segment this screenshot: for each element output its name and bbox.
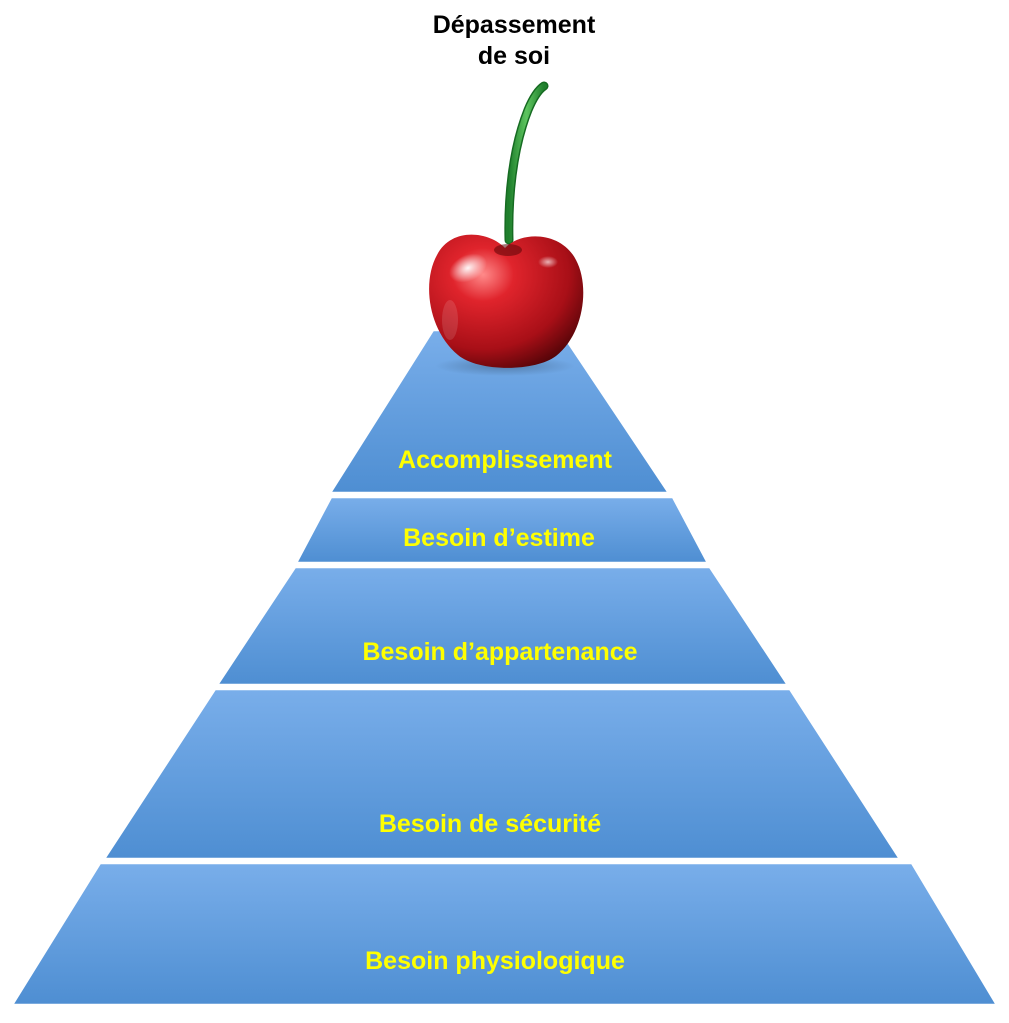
level-label-estime: Besoin d’estime — [403, 524, 595, 552]
top-label-line-2: de soi — [477, 42, 551, 70]
level-physiologique-shape — [9, 861, 1000, 1007]
level-estime-shape — [293, 495, 711, 565]
pyramid-labels: Accomplissement Besoin d’estime Besoin d… — [362, 446, 637, 975]
top-label: Dépassement de soi — [364, 10, 664, 72]
level-appartenance-shape — [214, 565, 791, 687]
level-label-physiologique: Besoin physiologique — [365, 947, 625, 975]
level-label-securite: Besoin de sécurité — [379, 810, 601, 838]
top-label-line-1: Dépassement — [432, 11, 596, 39]
pyramid-levels — [9, 328, 1000, 1007]
level-securite-shape — [101, 687, 903, 861]
cherry-icon — [429, 81, 584, 376]
level-label-accomplissement: Accomplissement — [398, 446, 613, 474]
level-label-appartenance: Besoin d’appartenance — [362, 638, 637, 666]
